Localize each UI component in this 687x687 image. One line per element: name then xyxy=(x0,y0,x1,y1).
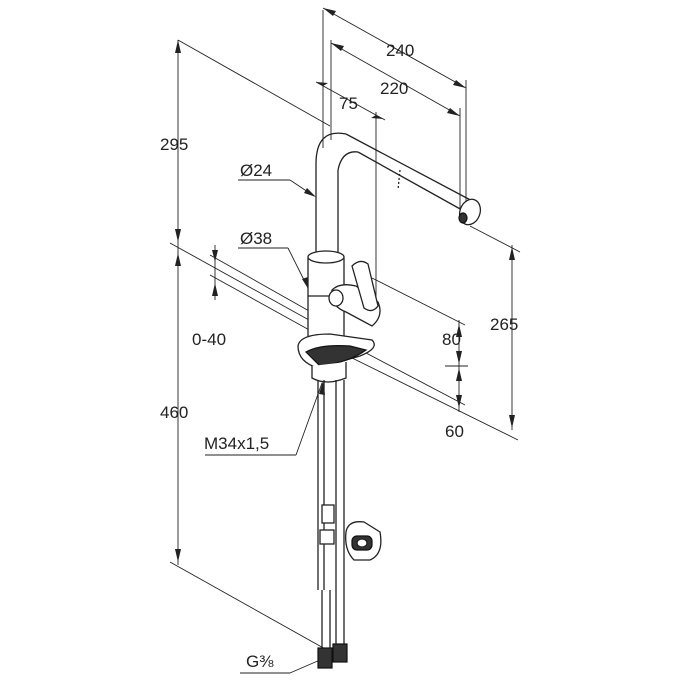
faucet-spout xyxy=(315,132,482,256)
dim-75: 75 xyxy=(339,94,358,113)
dim-295: 295 xyxy=(160,135,188,154)
dim-diameter-38: Ø38 xyxy=(240,229,272,248)
dim-80: 80 xyxy=(442,330,461,349)
dimension-labels: 240 220 75 295 Ø24 Ø38 0-40 80 265 60 46… xyxy=(160,41,518,671)
base-plate xyxy=(297,333,375,383)
leader-lines xyxy=(205,179,325,674)
lever-handle xyxy=(328,260,381,327)
dimension-lines xyxy=(169,7,521,651)
weight-clamp xyxy=(345,521,382,561)
dim-0-40: 0-40 xyxy=(192,330,226,349)
supply-hoses xyxy=(317,380,348,669)
dim-diameter-24: Ø24 xyxy=(240,161,272,180)
dim-220: 220 xyxy=(380,79,408,98)
dim-thread-m34: M34x1,5 xyxy=(204,434,269,453)
dim-460: 460 xyxy=(160,403,188,422)
dim-connection-g38: G⅜ xyxy=(246,652,274,671)
dim-60: 60 xyxy=(445,422,464,441)
dim-240: 240 xyxy=(386,41,414,60)
dim-265: 265 xyxy=(490,315,518,334)
